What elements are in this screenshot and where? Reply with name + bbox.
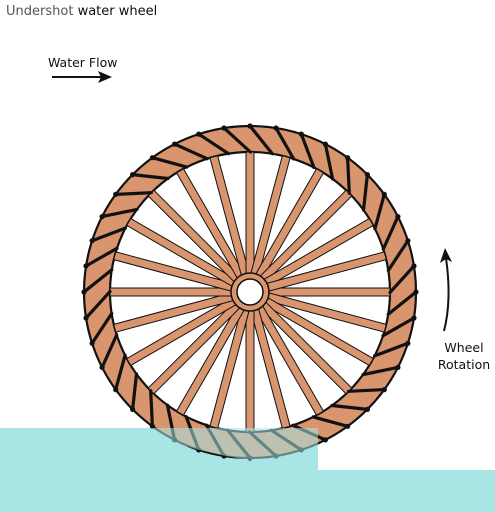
bucket-rivet [149, 155, 155, 161]
bucket-rivet [83, 263, 89, 269]
wheel-bucket [197, 132, 231, 156]
bucket-rivet [273, 125, 279, 131]
wheel-bucket [311, 415, 350, 428]
wheel-bucket [100, 333, 119, 369]
wheel-bucket [381, 215, 400, 251]
wheel-bucket [361, 365, 400, 377]
title-main: water wheel [77, 4, 158, 19]
bucket-rivet [89, 238, 95, 244]
wheel-bucket [386, 239, 410, 273]
wheel-bucket [131, 372, 139, 411]
wheel-spokes [109, 151, 391, 433]
wheel-bucket [274, 126, 296, 161]
bucket-rivet [130, 172, 136, 178]
bucket-rivet [411, 315, 417, 321]
water-wheel [81, 123, 419, 461]
bucket-rivet [99, 364, 105, 370]
wheel-bucket [248, 124, 274, 156]
bucket-rivet [405, 238, 411, 244]
wheel-bucket [299, 132, 316, 169]
wheel-spoke [245, 308, 255, 433]
wheel-bucket [386, 290, 418, 316]
water-surface-overlay [130, 428, 318, 463]
wheel-bucket [323, 142, 335, 181]
bucket-rivet [247, 123, 253, 129]
bucket-rivet [322, 437, 328, 443]
title-prefix: Undershot [6, 4, 74, 19]
wheel-bucket [373, 192, 386, 231]
wheel-spoke [109, 287, 234, 297]
bucket-rivet [89, 340, 95, 346]
wheel-bucket [347, 388, 386, 393]
wheel-spoke [266, 287, 391, 297]
wheel-bucket [82, 268, 114, 294]
wheel-rotation-label: Wheel Rotation [434, 339, 494, 373]
water-flow-arrow [52, 71, 112, 83]
water-flow-label: Water Flow [48, 55, 118, 70]
bucket-rivet [411, 263, 417, 269]
bucket-rivet [395, 364, 401, 370]
wheel-axle [236, 278, 264, 306]
bucket-rivet [322, 141, 328, 147]
wheel-bucket [373, 341, 410, 358]
bucket-rivet [113, 387, 119, 393]
wheel-bucket [150, 156, 189, 169]
bucket-rivet [405, 340, 411, 346]
bucket-rivet [172, 141, 178, 147]
bucket-rivet [381, 387, 387, 393]
bucket-rivet [413, 289, 419, 295]
bucket-rivet [381, 191, 387, 197]
bucket-rivet [298, 131, 304, 137]
wheel-bucket [84, 246, 119, 268]
wheel-rotation-line1: Wheel [444, 340, 484, 355]
bucket-rivet [345, 423, 351, 429]
wheel-bucket [173, 142, 209, 161]
bucket-rivet [130, 406, 136, 412]
bucket-rivet [99, 214, 105, 220]
bucket-rivet [221, 125, 227, 131]
wheel-bucket [149, 389, 154, 428]
wheel-bucket [381, 316, 416, 338]
bucket-rivet [196, 131, 202, 137]
wheel-bucket [114, 191, 153, 196]
wheel-bucket [84, 290, 112, 320]
bucket-rivet [395, 214, 401, 220]
wheel-spoke [245, 151, 255, 276]
bucket-rivet [364, 172, 370, 178]
bucket-rivet [81, 289, 87, 295]
bucket-rivet [345, 155, 351, 161]
water-body [0, 428, 495, 512]
bucket-rivet [113, 191, 119, 197]
wheel-bucket [131, 173, 170, 181]
wheel-bucket [222, 126, 252, 154]
wheel-bucket [90, 226, 128, 243]
wheel-bucket [90, 311, 114, 345]
wheel-bucket [388, 264, 416, 294]
bucket-rivet [83, 315, 89, 321]
bucket-rivet [149, 423, 155, 429]
wheel-bucket [361, 173, 369, 212]
wheel-bucket [346, 156, 351, 195]
wheel-bucket [330, 403, 369, 411]
wheel-rotation-line2: Rotation [437, 357, 491, 372]
wheel-bucket [114, 353, 127, 392]
bucket-rivet [364, 406, 370, 412]
wheel-bucket [100, 207, 139, 219]
diagram-title: Undershot water wheel [6, 4, 157, 19]
rotation-arrow [440, 248, 452, 332]
